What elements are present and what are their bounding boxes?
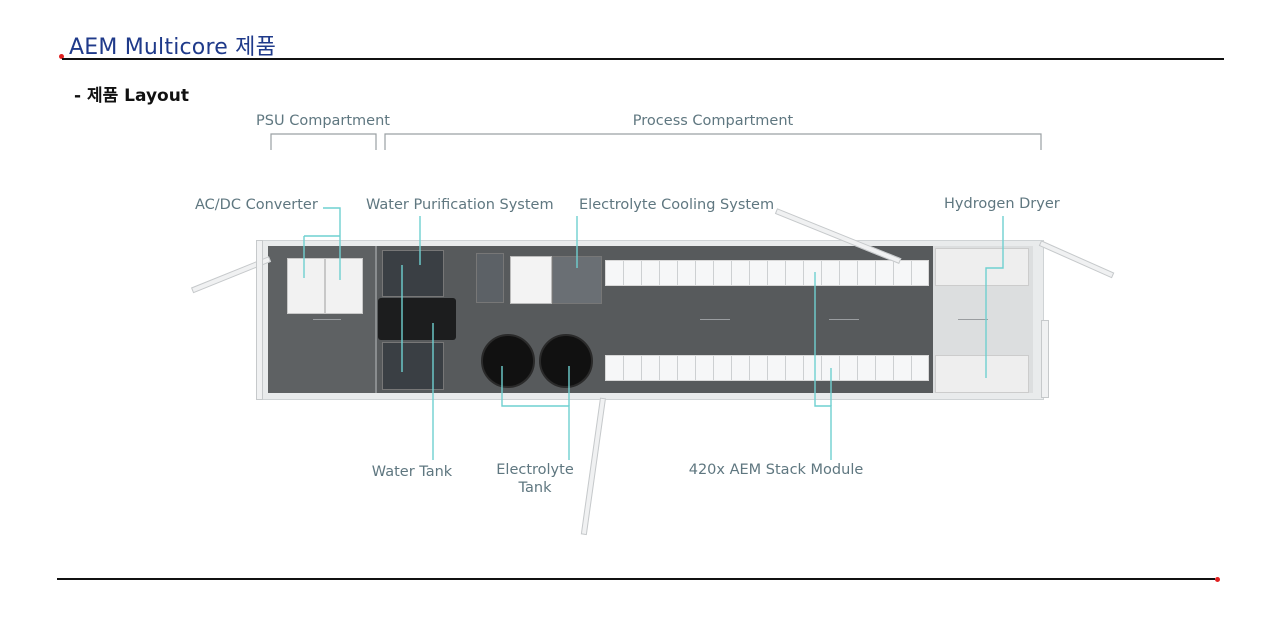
water-purification-unit bbox=[382, 250, 444, 297]
cooling-unit bbox=[510, 256, 552, 304]
floor-marking bbox=[700, 319, 730, 320]
title-underline bbox=[62, 58, 1224, 60]
water-purification-label: Water Purification System bbox=[366, 197, 554, 213]
electrolyte-cooling-label: Electrolyte Cooling System bbox=[579, 197, 775, 213]
footer-rule bbox=[57, 578, 1215, 580]
process-compartment-label: Process Compartment bbox=[632, 113, 794, 129]
electrolyte-tank-leader bbox=[501, 366, 570, 460]
ac-dc-converter-label: AC/DC Converter bbox=[195, 197, 318, 213]
psu-compartment-label: PSU Compartment bbox=[256, 113, 390, 129]
electrolyte-tank bbox=[539, 334, 593, 388]
leader-lines bbox=[303, 207, 1004, 460]
container-end-wall bbox=[1041, 320, 1049, 398]
hydrogen-dryer-unit bbox=[935, 355, 1029, 393]
hydrogen-dryer-leader bbox=[985, 216, 1004, 378]
electrolyte-tank-label-line2: Tank bbox=[518, 480, 552, 496]
footer-accent-dot bbox=[1215, 577, 1220, 582]
rack-unit bbox=[476, 253, 504, 303]
aem-stack-module-label: 420x AEM Stack Module bbox=[688, 462, 864, 478]
title-accent-dot bbox=[59, 54, 64, 59]
electrolyte-tank bbox=[481, 334, 535, 388]
process-bracket bbox=[384, 133, 1042, 150]
aem-stack-row-top bbox=[605, 260, 929, 286]
hydrogen-dryer-label: Hydrogen Dryer bbox=[944, 196, 1060, 212]
water-tank-unit bbox=[378, 298, 456, 340]
floor-marking bbox=[958, 319, 988, 320]
page-subtitle: - 제품 Layout bbox=[74, 86, 189, 106]
compartment-brackets bbox=[270, 133, 1042, 150]
page-title: AEM Multicore 제품 bbox=[69, 35, 277, 60]
container-end-wall bbox=[256, 240, 263, 400]
hydrogen-dryer-unit bbox=[935, 248, 1029, 286]
stack-module-leader bbox=[814, 272, 832, 460]
aem-stack-row-bottom bbox=[605, 355, 929, 381]
ac-dc-leader bbox=[323, 207, 341, 280]
electrolyte-tank-label-line1: Electrolyte bbox=[496, 462, 574, 478]
ac-dc-converter-unit bbox=[287, 258, 325, 314]
floor-marking bbox=[313, 319, 341, 320]
psu-bracket bbox=[270, 133, 377, 150]
floor-marking bbox=[829, 319, 859, 320]
water-tank-label: Water Tank bbox=[371, 464, 453, 480]
compartment-divider bbox=[375, 246, 377, 393]
ac-dc-converter-unit bbox=[325, 258, 363, 314]
